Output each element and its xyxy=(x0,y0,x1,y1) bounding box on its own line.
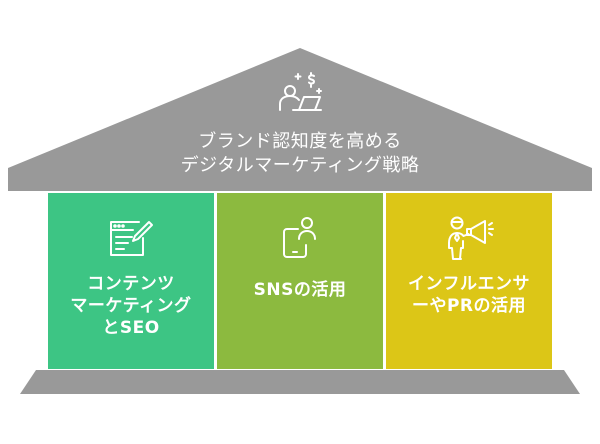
pillar-label-line: マーケティング xyxy=(70,296,192,316)
phone-user-icon xyxy=(283,217,316,258)
roof xyxy=(8,48,592,191)
pillar-label-line: コンテンツ xyxy=(87,274,175,294)
pillar-label-line: ーやPRの活用 xyxy=(411,296,527,316)
browser-pencil-icon xyxy=(110,221,153,256)
roof-title-line1: ブランド認知度を高める xyxy=(198,131,402,152)
pillar-content-seo: コンテンツ マーケティング とSEO xyxy=(48,193,214,369)
pillar-influencer-pr: インフルエンサ ーやPRの活用 xyxy=(386,193,552,369)
roof-title-line2: デジタルマーケティング戦略 xyxy=(180,155,420,176)
person-laptop-dollar-icon xyxy=(279,72,322,111)
pillar-sns: SNSの活用 xyxy=(217,193,383,369)
person-megaphone-icon xyxy=(448,216,494,260)
pillar-label-line: とSEO xyxy=(102,318,160,338)
pillar-label-line: インフルエンサ xyxy=(408,274,530,294)
pillar-label-line: SNSの活用 xyxy=(253,280,347,300)
